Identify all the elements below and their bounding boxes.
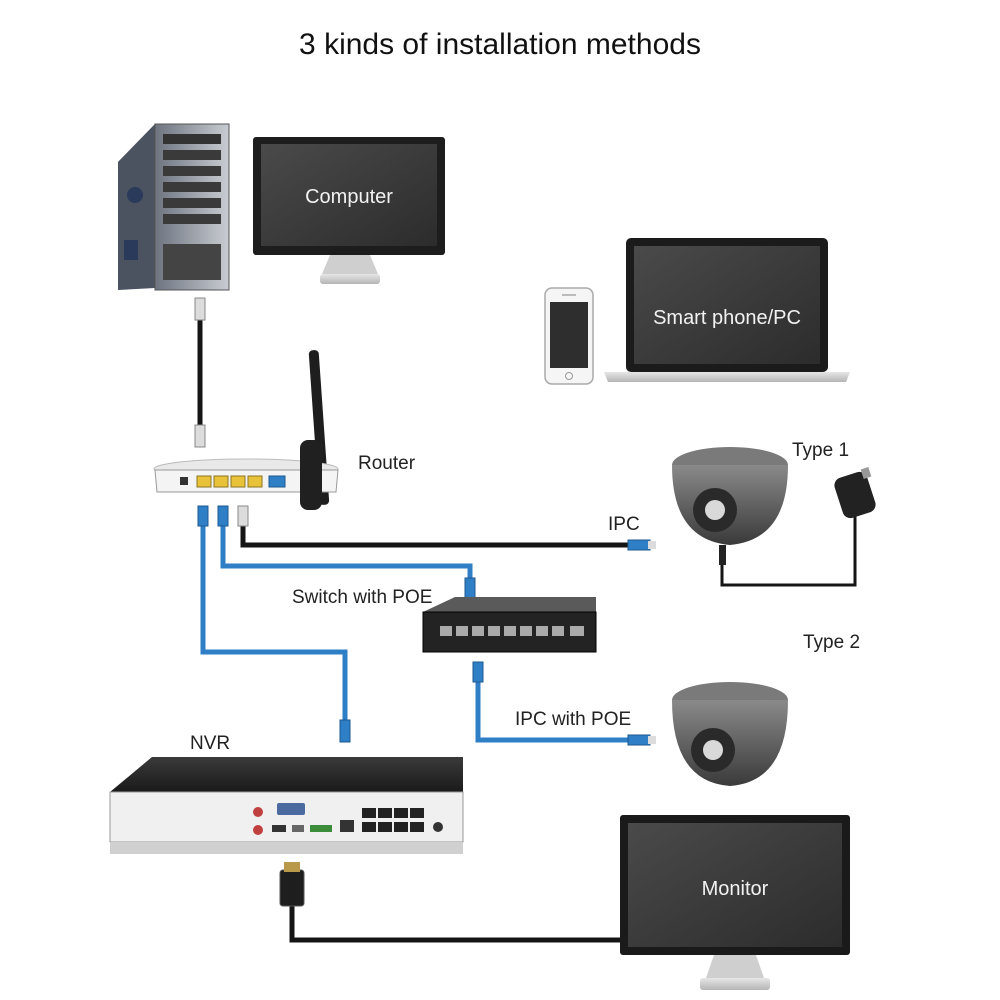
cable-router-nvr xyxy=(200,522,348,725)
cable-switch-ipc-poe xyxy=(475,670,630,743)
monitor: Monitor xyxy=(620,815,850,990)
router-label: Router xyxy=(358,453,416,474)
laptop: Smart phone/PC xyxy=(604,238,850,382)
cable-router-ipc xyxy=(240,522,630,548)
power-adapter xyxy=(834,467,876,519)
smartphone xyxy=(544,287,594,385)
ipc-label: IPC xyxy=(608,514,640,535)
type2-label: Type 2 xyxy=(803,632,860,653)
router xyxy=(153,350,339,510)
cable-nvr-monitor xyxy=(289,905,625,943)
type1-label: Type 1 xyxy=(792,440,849,461)
poe-switch xyxy=(422,597,597,653)
cables xyxy=(194,297,857,943)
switch-label: Switch with POE xyxy=(292,587,432,608)
nvr-label: NVR xyxy=(190,733,230,754)
cable-camera-adapter xyxy=(720,515,857,587)
ipc-poe-label: IPC with POE xyxy=(515,709,631,730)
cable-router-switch xyxy=(220,522,473,595)
nvr xyxy=(109,757,464,854)
camera-type1 xyxy=(672,447,788,565)
computer-label: Computer xyxy=(305,186,393,208)
monitor-label: Monitor xyxy=(702,878,769,900)
camera-type2 xyxy=(672,682,788,786)
diagram-title: 3 kinds of installation methods xyxy=(299,28,701,61)
pc-tower xyxy=(118,123,230,291)
smartphone-pc-label: Smart phone/PC xyxy=(653,307,801,329)
computer-monitor: Computer xyxy=(253,137,445,284)
